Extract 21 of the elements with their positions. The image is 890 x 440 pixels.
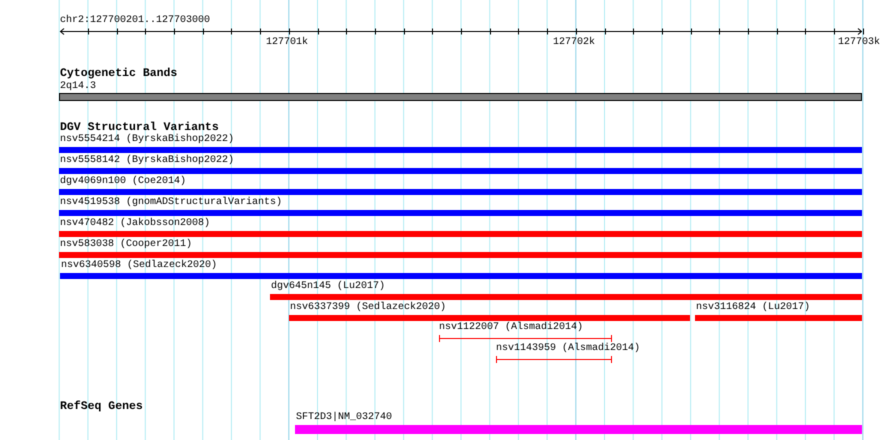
feature-label: nsv1143959 (Alsmadi2014) [496, 343, 640, 354]
feature-label: nsv583038 (Cooper2011) [60, 239, 192, 250]
feature-label: dgv645n145 (Lu2017) [271, 281, 386, 292]
feature-label: nsv6337399 (Sedlazeck2020) [290, 302, 446, 313]
feature-label: nsv4519538 (gnomADStructuralVariants) [60, 197, 282, 208]
track-title: Cytogenetic Bands [60, 67, 178, 80]
track-title: DGV Structural Variants [60, 121, 219, 134]
feature-label: SFT2D3|NM_032740 [296, 412, 392, 423]
feature-label: 2q14.3 [60, 81, 96, 92]
feature-label: nsv470482 (Jakobsson2008) [60, 218, 210, 229]
tick-label: 127703k [838, 37, 880, 48]
coordinate-range: chr2:127700201..127703000 [60, 15, 210, 26]
tick-label: 127701k [266, 37, 308, 48]
feature-label: nsv1122007 (Alsmadi2014) [439, 322, 584, 333]
feature-label: dgv4069n100 (Coe2014) [60, 176, 186, 187]
feature-label: nsv5558142 (ByrskaBishop2022) [60, 155, 234, 166]
track-title: RefSeq Genes [60, 400, 143, 413]
tick-label: 127702k [553, 37, 596, 48]
feature-label: nsv3116824 (Lu2017) [696, 302, 810, 313]
feature-label: nsv5554214 (ByrskaBishop2022) [60, 134, 234, 145]
feature-label: nsv6340598 (Sedlazeck2020) [61, 260, 218, 271]
